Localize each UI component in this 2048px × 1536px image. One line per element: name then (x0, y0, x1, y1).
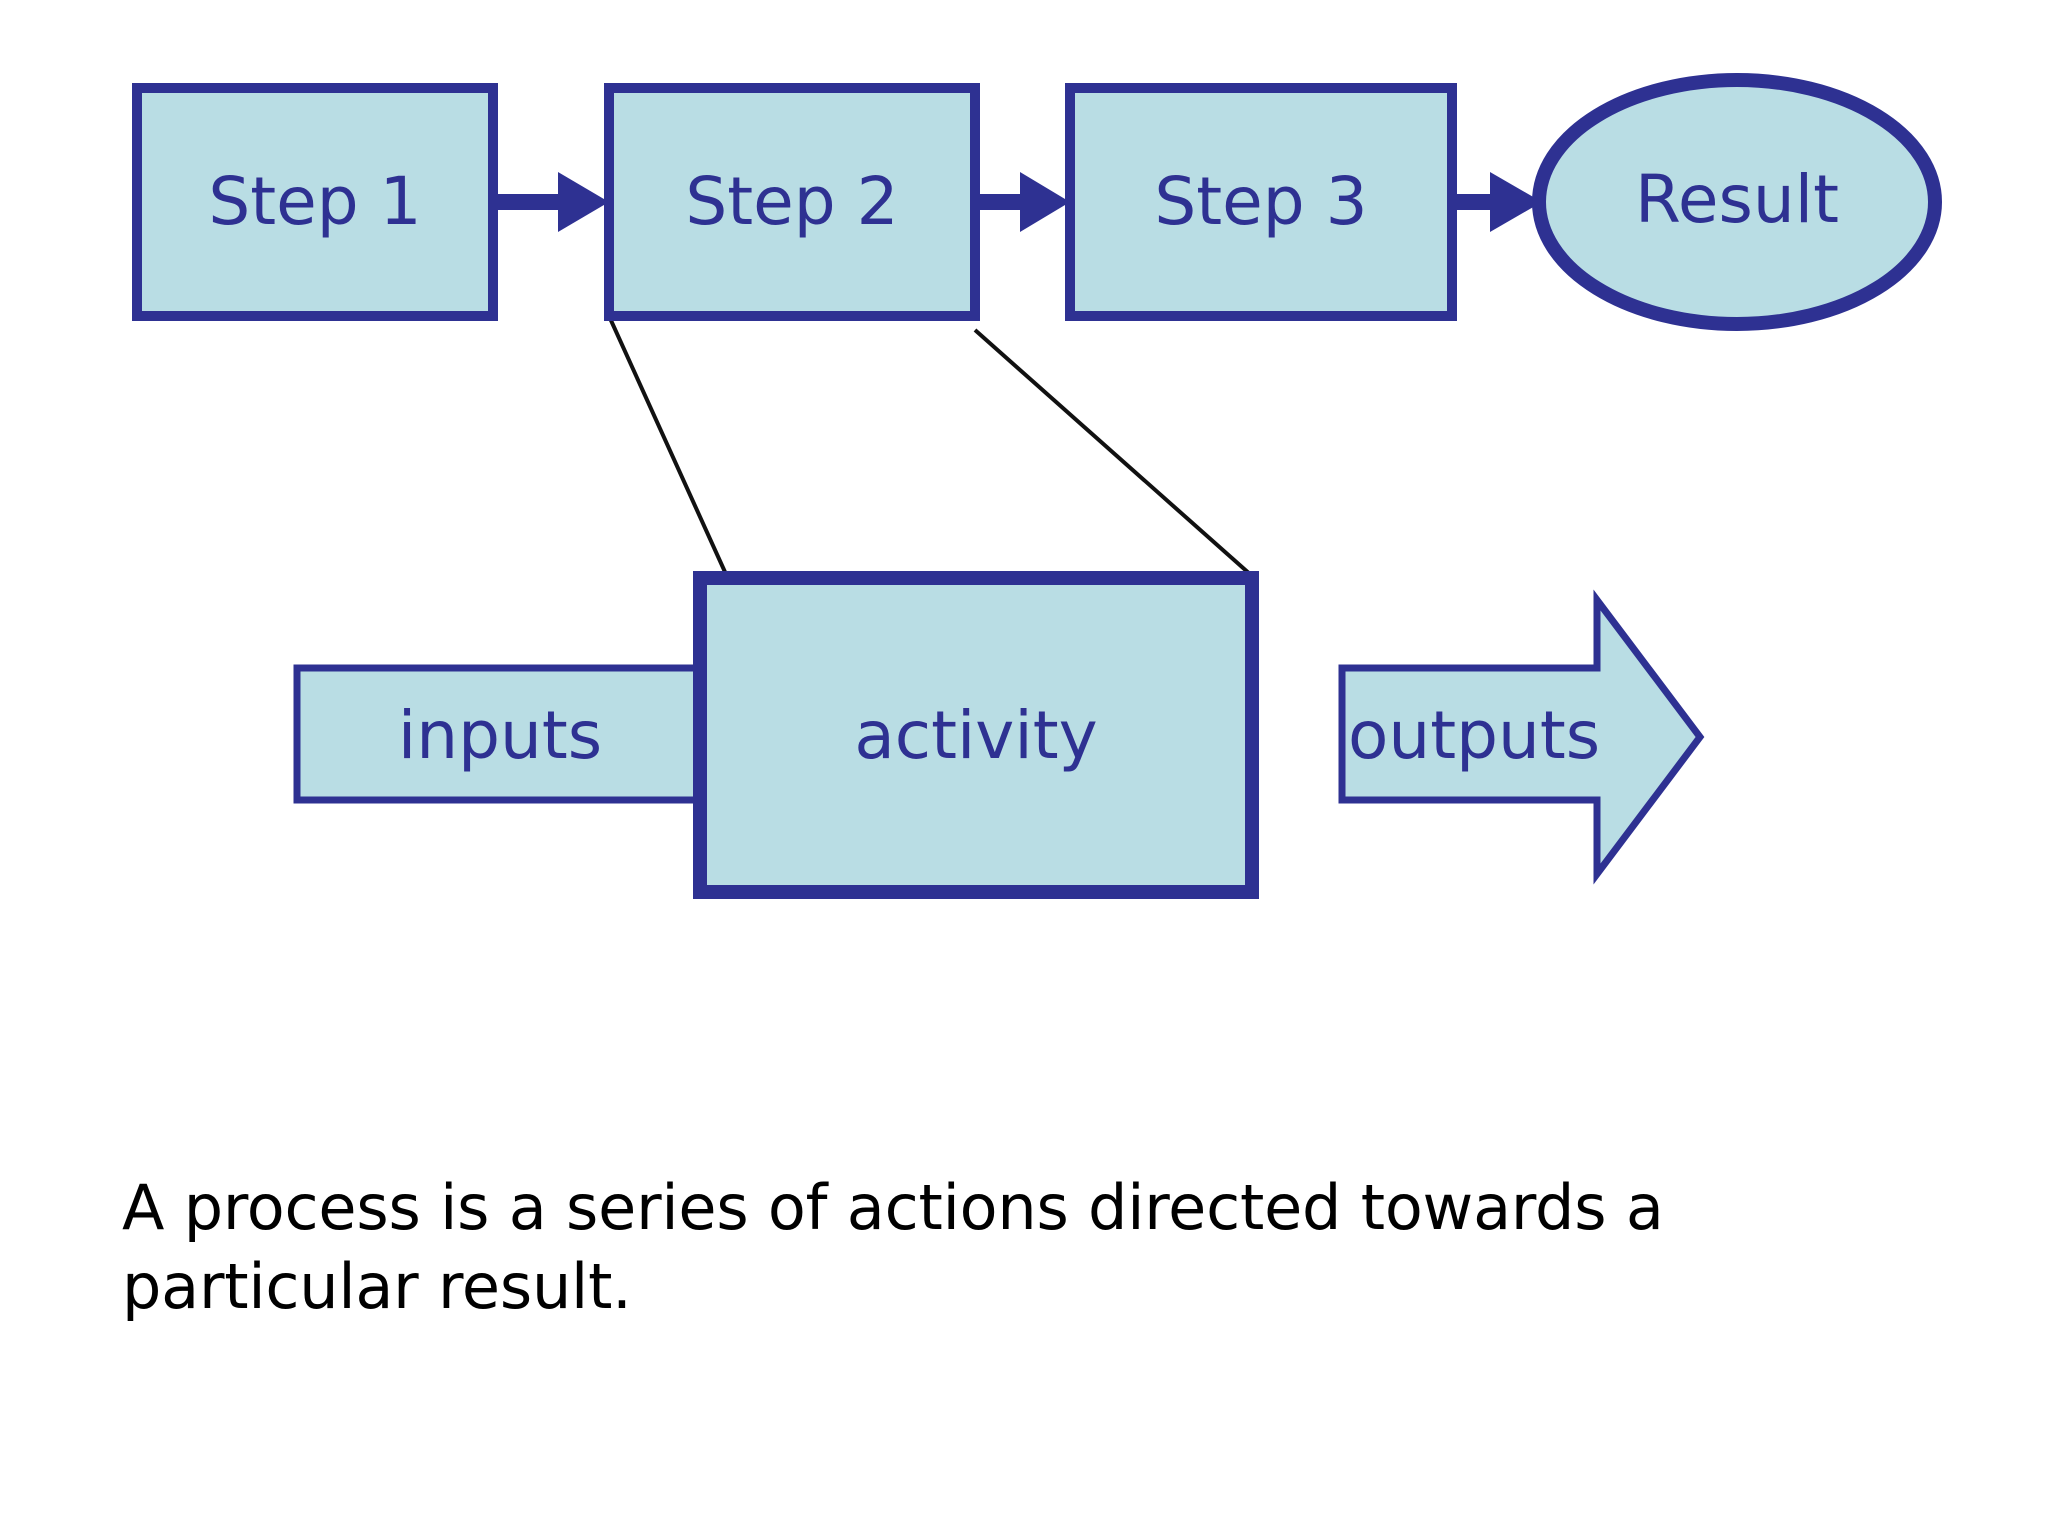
step-2-label: Step 2 (685, 163, 898, 240)
callout-line-right (973, 328, 1253, 577)
result-ellipse[interactable] (1532, 73, 1942, 331)
process-step-2[interactable]: Step 2 (604, 83, 980, 321)
slide-caption: A process is a series of actions directe… (122, 1171, 1664, 1324)
outputs-arrow-shape[interactable] (1338, 589, 1705, 885)
connector-arrowhead (1020, 172, 1070, 232)
callout-line-left (607, 315, 727, 573)
activity-box-group[interactable]: activity (693, 571, 1259, 899)
outputs-label: outputs (1348, 697, 1600, 774)
step-1-label: Step 1 (208, 163, 421, 240)
connector-step2-step3 (975, 172, 1070, 232)
connector-arrowhead (1490, 172, 1542, 232)
process-result[interactable]: Result (1532, 73, 1942, 331)
activity-box[interactable] (693, 571, 1259, 899)
step-2-box[interactable] (604, 83, 980, 321)
process-step-3[interactable]: Step 3 (1065, 83, 1457, 321)
callout-lines (607, 315, 1253, 577)
inputs-label: inputs (398, 697, 602, 774)
connector-arrowhead (558, 172, 609, 232)
step-3-label: Step 3 (1154, 163, 1367, 240)
connector-step3-result (1452, 172, 1542, 232)
step-3-box[interactable] (1065, 83, 1457, 321)
result-label: Result (1635, 161, 1839, 238)
process-step-1[interactable]: Step 1 (132, 83, 498, 321)
activity-label: activity (854, 697, 1097, 774)
outputs-block-arrow[interactable]: outputs (1338, 589, 1705, 885)
connector-step1-step2 (493, 172, 609, 232)
